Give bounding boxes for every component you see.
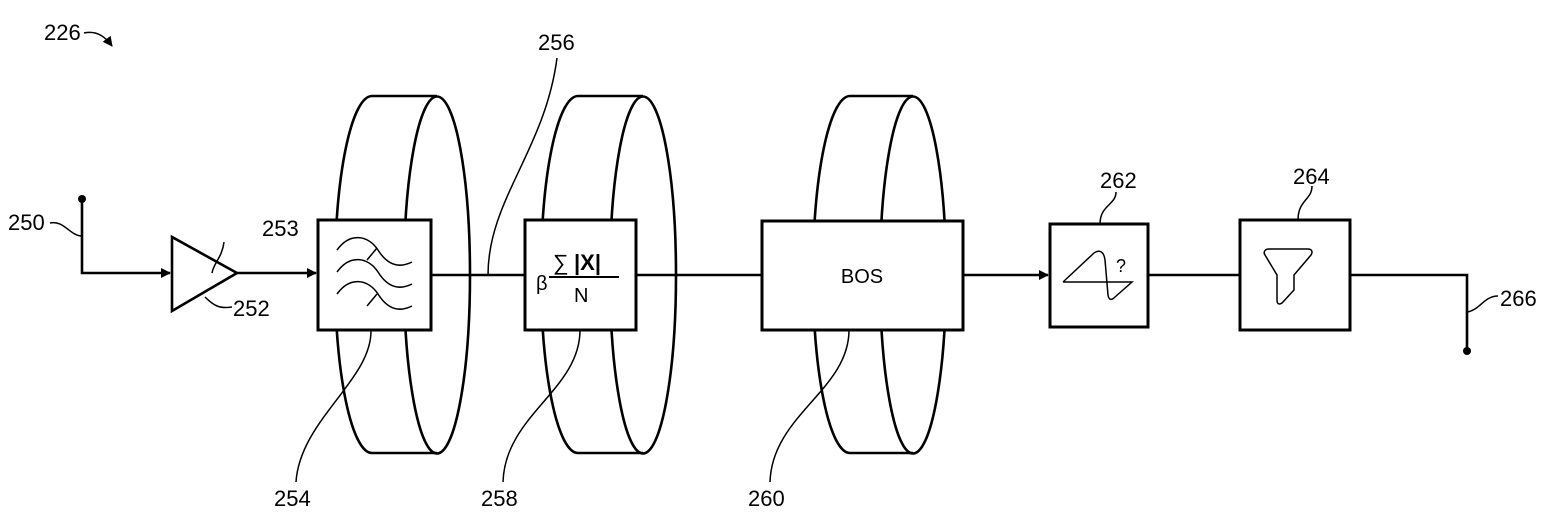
averaging-n: N <box>574 285 588 307</box>
output-filter-block <box>1238 218 1352 332</box>
filter-block <box>316 218 433 332</box>
averaging-label: 258 <box>481 486 518 511</box>
bos-text: BOS <box>841 266 883 288</box>
amp-output-leader <box>211 241 225 274</box>
clip-question-mark: ? <box>1116 256 1126 276</box>
output-node-dot <box>1463 347 1471 355</box>
input-wire <box>80 199 171 278</box>
amplifier-triangle <box>170 234 240 314</box>
figure-ref-label: 226 <box>44 20 81 45</box>
clipped-sine-icon <box>1062 250 1134 301</box>
output-filter-label: 264 <box>1293 164 1330 189</box>
output-wire <box>1350 273 1469 350</box>
input-node-leader <box>49 221 83 237</box>
filter-leader <box>295 329 372 483</box>
amplifier-label: 252 <box>233 296 270 321</box>
output-node-label: 266 <box>1500 286 1537 311</box>
output-node-leader <box>1466 295 1499 313</box>
amplifier-leader <box>204 296 233 309</box>
averaging-beta: β <box>536 273 548 295</box>
figure-ref-arrow <box>83 31 113 47</box>
bos-label: 260 <box>748 486 785 511</box>
clipping-leader <box>1099 191 1117 225</box>
connection-label: 256 <box>538 30 575 55</box>
funnel-icon <box>1263 248 1313 305</box>
bandpass-filter-icon <box>336 236 413 310</box>
averaging-sum: ∑ <box>553 250 569 275</box>
filter-label: 254 <box>274 486 311 511</box>
input-node-label: 250 <box>8 210 45 235</box>
amp-output-label: 253 <box>262 216 299 241</box>
output-filter-leader <box>1297 185 1313 221</box>
clipping-label: 262 <box>1100 168 1137 193</box>
averaging-leader <box>502 329 581 483</box>
connection-leader <box>487 57 558 276</box>
clipping-block <box>1048 222 1150 329</box>
averaging-abs: |X| <box>574 250 601 275</box>
bos-leader <box>769 329 850 483</box>
